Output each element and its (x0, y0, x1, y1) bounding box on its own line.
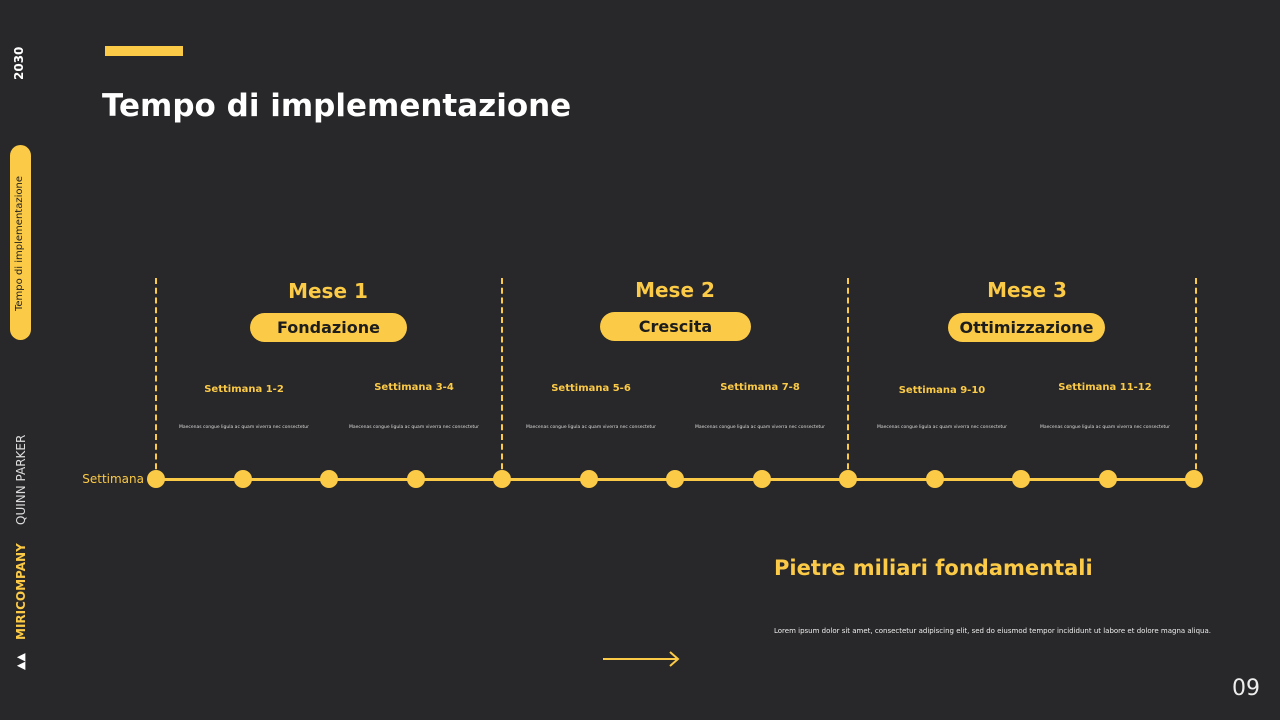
brand-logo-icon: ▲▲ (14, 653, 27, 670)
timeline-dot (1185, 470, 1203, 488)
sidebar-year: 2030 (12, 46, 26, 80)
week-description: Maecenas congue ligula ac quam viverra n… (695, 425, 825, 430)
accent-bar (105, 46, 183, 56)
month-divider (1195, 278, 1197, 479)
timeline-dot (925, 470, 944, 488)
week-description: Maecenas congue ligula ac quam viverra n… (526, 425, 656, 430)
sidebar-author: QUINN PARKER (14, 434, 28, 525)
timeline-dot (1012, 470, 1030, 488)
timeline-dot (493, 470, 511, 488)
phase-badge: Crescita (600, 312, 751, 341)
month-label: Mese 3 (987, 278, 1067, 302)
month-label: Mese 2 (635, 278, 715, 302)
sidebar-section-pill[interactable]: Tempo di implementazione (10, 145, 31, 340)
week-description: Maecenas congue ligula ac quam viverra n… (877, 425, 1007, 430)
timeline-axis-label: Settimana (82, 472, 144, 486)
month-divider (847, 278, 849, 479)
timeline-dot (666, 470, 684, 488)
month-divider (501, 278, 503, 479)
page-number: 09 (1232, 676, 1260, 701)
week-label: Settimana 7-8 (720, 382, 800, 393)
week-label: Settimana 9-10 (898, 385, 986, 396)
milestones-text: Lorem ipsum dolor sit amet, consectetur … (774, 627, 1211, 635)
timeline-dot (839, 470, 857, 488)
timeline-dot (752, 470, 771, 488)
week-description: Maecenas congue ligula ac quam viverra n… (1040, 425, 1170, 430)
week-label: Settimana 3-4 (374, 382, 454, 393)
phase-badge: Ottimizzazione (948, 313, 1105, 342)
timeline-dot (406, 470, 425, 488)
week-description: Maecenas congue ligula ac quam viverra n… (349, 425, 479, 430)
timeline-dot (147, 470, 165, 488)
week-description: Maecenas congue ligula ac quam viverra n… (179, 425, 309, 430)
arrow-right-icon[interactable] (603, 650, 683, 668)
timeline-dot (1098, 470, 1117, 488)
sidebar-section-label: Tempo di implementazione (14, 176, 25, 311)
week-label: Settimana 5-6 (551, 383, 631, 394)
month-divider (155, 278, 157, 479)
phase-badge: Fondazione (250, 313, 407, 342)
timeline-dot (320, 470, 338, 488)
page-title: Tempo di implementazione (102, 88, 572, 124)
week-label: Settimana 11-12 (1058, 382, 1152, 393)
milestones-title: Pietre miliari fondamentali (774, 556, 1093, 580)
timeline-dot (579, 470, 598, 488)
timeline-dot (233, 470, 252, 488)
month-label: Mese 1 (288, 279, 368, 303)
sidebar-brand: MIRICOMPANY (14, 543, 28, 640)
week-label: Settimana 1-2 (204, 384, 284, 395)
